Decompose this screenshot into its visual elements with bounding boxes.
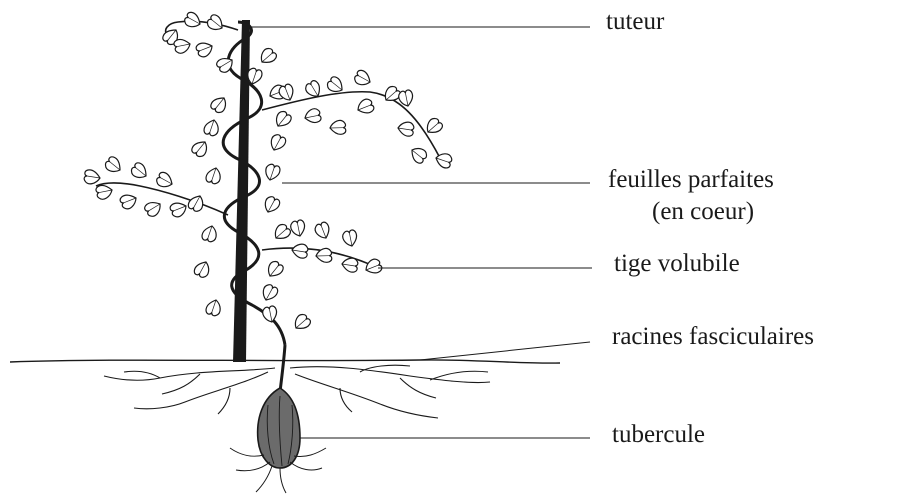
label-feuilles-parfaites: feuilles parfaites <box>608 166 774 194</box>
stem-lower <box>280 345 285 392</box>
label-racines-fasciculaires: racines fasciculaires <box>612 323 814 351</box>
leader-racines <box>420 342 590 360</box>
label-tubercule: tubercule <box>612 421 705 449</box>
label-tige-volubile: tige volubile <box>614 250 740 278</box>
heart-shaped-leaves <box>84 11 452 333</box>
label-en-coeur: (en coeur) <box>652 198 754 226</box>
tuber <box>258 388 300 468</box>
left-branch <box>96 183 228 215</box>
label-tuteur: tuteur <box>606 8 664 36</box>
stake <box>233 20 250 362</box>
